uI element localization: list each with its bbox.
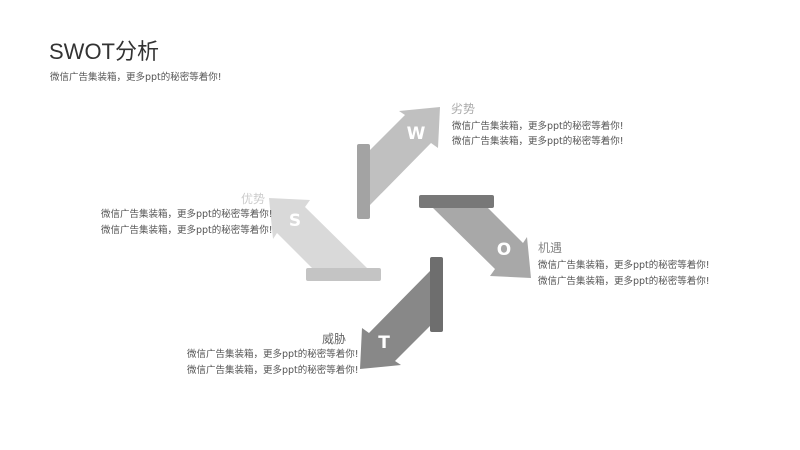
letter-s: S	[289, 211, 301, 231]
desc-w-2: 微信广告集装箱，更多ppt的秘密等着你!	[452, 136, 624, 147]
arrow-body	[269, 198, 367, 268]
letter-w: W	[407, 124, 426, 144]
desc-s-1: 微信广告集装箱，更多ppt的秘密等着你!	[101, 209, 273, 220]
arrow-bar	[357, 144, 370, 219]
desc-o-2: 微信广告集装箱，更多ppt的秘密等着你!	[538, 276, 710, 287]
label-s: 优势	[240, 192, 265, 206]
label-o: 机遇	[538, 241, 563, 255]
desc-w-1: 微信广告集装箱，更多ppt的秘密等着你!	[452, 121, 624, 132]
desc-o-1: 微信广告集装箱，更多ppt的秘密等着你!	[538, 260, 710, 271]
page-title: SWOT分析	[49, 39, 159, 64]
arrow-o	[419, 195, 531, 278]
arrow-bar	[430, 257, 443, 332]
letter-t: T	[378, 333, 390, 353]
arrow-body	[370, 107, 440, 205]
label-w: 劣势	[451, 102, 476, 116]
arrow-bar	[306, 268, 381, 281]
desc-t-2: 微信广告集装箱，更多ppt的秘密等着你!	[187, 365, 359, 376]
letter-o: O	[497, 240, 511, 260]
desc-s-2: 微信广告集装箱，更多ppt的秘密等着你!	[101, 225, 273, 236]
arrow-body	[360, 271, 430, 369]
arrow-t	[360, 257, 443, 369]
arrow-w	[357, 107, 440, 219]
arrow-s	[269, 198, 381, 281]
page-subtitle: 微信广告集装箱，更多ppt的秘密等着你!	[50, 72, 222, 83]
label-t: 威胁	[321, 332, 346, 346]
arrow-body	[433, 208, 531, 278]
arrow-bar	[419, 195, 494, 208]
desc-t-1: 微信广告集装箱，更多ppt的秘密等着你!	[187, 349, 359, 360]
